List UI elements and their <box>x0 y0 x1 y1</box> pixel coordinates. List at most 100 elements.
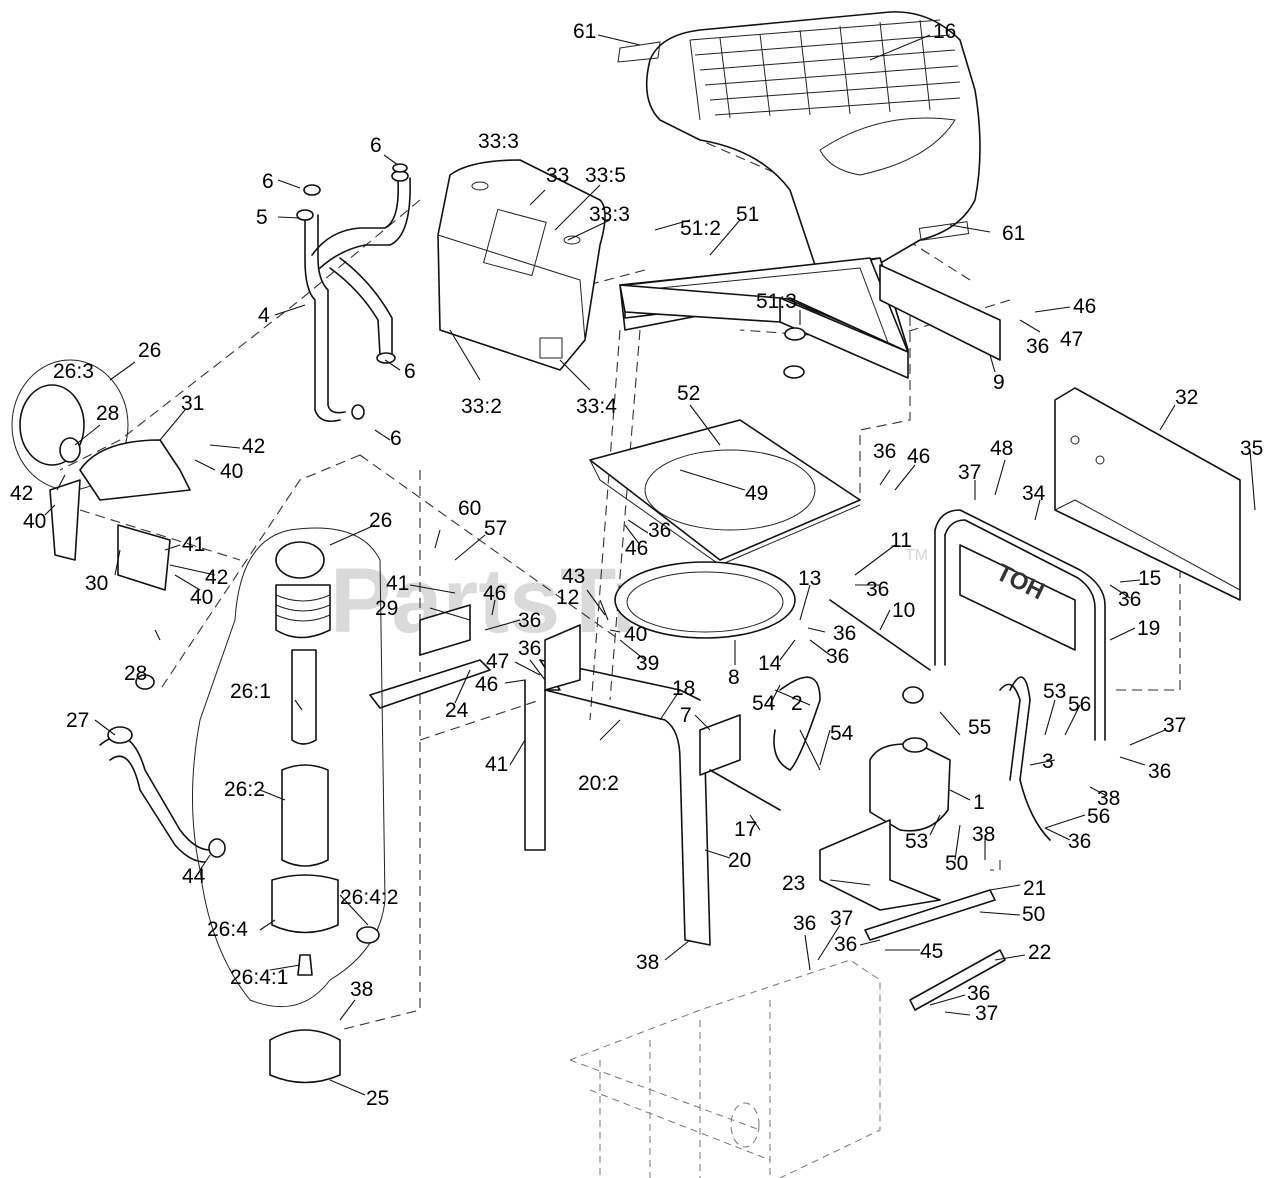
callout-26-4-2: 26:4:2 <box>340 886 398 909</box>
callout-42c: 42 <box>205 566 228 589</box>
intake-hose-part-27 <box>99 674 226 863</box>
callout-10: 10 <box>892 599 915 622</box>
callout-26-4: 26:4 <box>207 918 248 941</box>
chassis-ghost <box>569 959 881 1178</box>
callout-50a: 50 <box>945 852 968 875</box>
callout-36f: 36 <box>518 609 541 632</box>
callout-43: 43 <box>562 565 585 588</box>
callout-36k: 36 <box>1068 830 1091 853</box>
callout-33-5: 33:5 <box>585 164 626 187</box>
callout-26-2: 26:2 <box>224 778 265 801</box>
callout-41b: 41 <box>386 572 409 595</box>
callout-36i: 36 <box>826 645 849 668</box>
callout-35: 35 <box>1240 437 1263 460</box>
leader-lines <box>44 34 1256 1096</box>
callout-38a: 38 <box>1097 787 1120 810</box>
callout-5: 5 <box>256 206 268 229</box>
callout-36e: 36 <box>1118 588 1141 611</box>
callout-26-3: 26:3 <box>53 360 94 383</box>
callout-40b: 40 <box>23 510 46 533</box>
callout-38d: 38 <box>350 978 373 1001</box>
callout-19: 19 <box>1137 617 1160 640</box>
callout-26b: 26 <box>369 509 392 532</box>
callout-41a: 41 <box>182 533 205 556</box>
shaft-part-17 <box>709 769 781 811</box>
air-cleaner-part-26 <box>192 527 386 1084</box>
pan-part-52 <box>589 419 861 566</box>
callout-53b: 53 <box>905 830 928 853</box>
callout-36c: 36 <box>648 519 671 542</box>
callout-33-3a: 33:3 <box>478 130 519 153</box>
callout-16: 16 <box>933 20 956 43</box>
bracket-part-23 <box>819 819 941 911</box>
callout-1: 1 <box>973 791 985 814</box>
heat-shield-part-33 <box>437 159 606 371</box>
callout-36j: 36 <box>1148 760 1171 783</box>
callout-46d: 46 <box>483 582 506 605</box>
callout-60: 60 <box>458 497 481 520</box>
callout-51-2: 51:2 <box>680 217 721 240</box>
callout-32: 32 <box>1175 386 1198 409</box>
hose-assembly-part-4 <box>296 163 411 423</box>
callout-36g: 36 <box>833 622 856 645</box>
callout-44: 44 <box>182 865 206 888</box>
callout-36l: 36 <box>793 912 816 935</box>
rod-part-10 <box>829 599 931 671</box>
callout-27: 27 <box>66 709 89 732</box>
callout-51-3: 51:3 <box>756 290 797 313</box>
callout-20: 20 <box>728 849 751 872</box>
callout-6c: 6 <box>404 360 416 383</box>
callout-36a: 36 <box>1026 335 1049 358</box>
callout-40d: 40 <box>624 623 647 646</box>
callout-labels: 61 16 6 33:3 6 33 33:5 5 33:3 51:2 51 61… <box>10 20 1263 1110</box>
callout-26-1: 26:1 <box>230 680 271 703</box>
frame-part-20 <box>524 624 741 946</box>
callout-37b: 37 <box>1163 714 1186 737</box>
tank-part-1 <box>773 676 1051 841</box>
callout-33-2: 33:2 <box>461 395 502 418</box>
callout-36d: 36 <box>866 578 889 601</box>
callout-61b: 61 <box>1002 222 1025 245</box>
callout-3: 3 <box>1042 750 1054 773</box>
callout-57: 57 <box>484 517 507 540</box>
callout-56b: 56 <box>1087 805 1110 828</box>
callout-46c: 46 <box>625 537 648 560</box>
callout-33-4: 33:4 <box>576 395 617 418</box>
callout-53a: 53 <box>1043 680 1066 703</box>
callout-13: 13 <box>798 567 821 590</box>
callout-6a: 6 <box>370 134 382 157</box>
callout-52: 52 <box>677 382 700 405</box>
tray-part-51 <box>619 257 909 379</box>
callout-42a: 42 <box>242 435 265 458</box>
callout-24: 24 <box>445 699 469 722</box>
bracket-part-29 <box>419 604 471 656</box>
bracket-part-21 <box>864 889 996 941</box>
callout-46e: 46 <box>475 673 498 696</box>
callout-28a: 28 <box>96 402 119 425</box>
callout-48: 48 <box>990 437 1013 460</box>
callout-36h: 36 <box>518 637 541 660</box>
decal-part-61 <box>617 41 661 63</box>
callout-20-2: 20:2 <box>578 772 619 795</box>
callout-61a: 61 <box>573 20 596 43</box>
callout-15: 15 <box>1138 567 1161 590</box>
callout-8: 8 <box>728 666 740 689</box>
callout-31: 31 <box>181 392 204 415</box>
callout-22: 22 <box>1028 941 1051 964</box>
callout-39: 39 <box>636 652 659 675</box>
callout-45: 45 <box>920 940 943 963</box>
bracket-part-22 <box>909 949 1006 1011</box>
callout-17: 17 <box>734 818 757 841</box>
callout-33: 33 <box>546 164 569 187</box>
callout-47a: 47 <box>1060 328 1083 351</box>
callout-30: 30 <box>85 572 108 595</box>
callout-2: 2 <box>791 692 803 715</box>
callout-6d: 6 <box>390 427 402 450</box>
watermark-tm: TM <box>905 547 928 564</box>
grill-stamp: TOH <box>992 559 1049 605</box>
callout-9: 9 <box>993 371 1005 394</box>
callout-54a: 54 <box>752 692 776 715</box>
callout-11: 11 <box>890 529 912 552</box>
callout-38c: 38 <box>636 951 659 974</box>
callout-18: 18 <box>672 677 695 700</box>
